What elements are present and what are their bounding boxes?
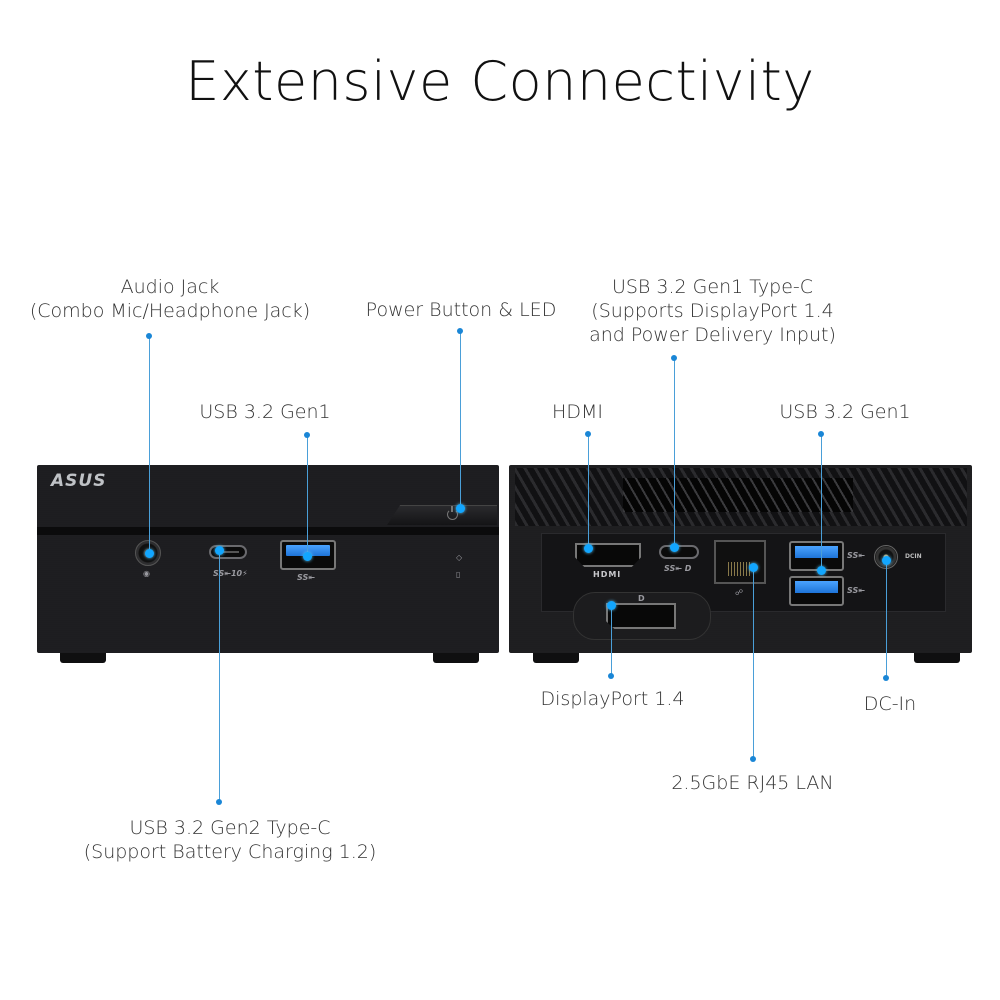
label-line: (Supports DisplayPort 1.4 [591,300,834,322]
hdmi-port-text: HDMI [593,570,622,579]
label-audio-jack: Audio Jack (Combo Mic/Headphone Jack) [10,275,330,323]
label-lan: 2.5GbE RJ45 LAN [655,771,850,795]
label-line: and Power Delivery Input) [589,324,836,346]
label-front-usb-gen1: USB 3.2 Gen1 [190,400,340,424]
usb-ss-icon: SS⇤ [847,551,865,560]
label-hdmi: HDMI [540,400,615,424]
rear-panel-device: HDMI SS⇤ D ☍ SS⇤ SS⇤ DCIN D [509,465,972,653]
front-foot-right [433,653,479,663]
front-panel-device: ASUS ◉ SS⇤10⚡ SS⇤ ◇ ▯ [37,465,499,653]
page-title: Extensive Connectivity [185,50,815,113]
port-dot [748,562,758,572]
callout-dot [304,432,310,438]
callout-dot [818,431,824,437]
label-line: Power Button & LED [365,299,557,321]
displayport-port [606,603,676,629]
vent-grille [515,468,967,526]
port-dot [302,551,312,561]
led-indicator-icon: ◇ [456,553,463,562]
front-usba-port [280,540,336,570]
label-line: 2.5GbE RJ45 LAN [671,772,834,794]
callout-dot [146,333,152,339]
label-rear-usb-gen1: USB 3.2 Gen1 [770,400,920,424]
callout-line-rear-usba [821,434,822,570]
port-dot [144,548,154,558]
callout-dot [216,799,222,805]
usb-ss-icon: SS⇤ [847,586,865,595]
port-dot [583,543,593,553]
callout-dot [585,431,591,437]
port-dot [455,503,465,513]
front-foot-left [60,653,106,663]
label-displayport: DisplayPort 1.4 [530,687,695,711]
port-dot [881,555,891,565]
vent-opening [623,478,853,512]
rear-usbc-port [659,545,699,559]
headset-icon: ◉ [143,569,150,578]
callout-dot [671,355,677,361]
label-line: DisplayPort 1.4 [540,688,685,710]
callout-dot [608,673,614,679]
displayport-icon: D [638,594,645,603]
label-line: DC-In [863,693,917,715]
port-dot [606,600,616,610]
label-line: USB 3.2 Gen2 Type-C [129,817,331,839]
usb-ss10-icon: SS⇤10⚡ [213,569,248,578]
label-rear-usbc: USB 3.2 Gen1 Type-C (Supports DisplayPor… [570,275,855,347]
rear-usba-port-bottom [789,576,844,606]
port-dot [669,542,679,552]
label-line: Audio Jack [120,276,220,298]
label-power-button: Power Button & LED [355,298,567,322]
label-front-usb-gen2: USB 3.2 Gen2 Type-C (Support Battery Cha… [70,816,390,864]
callout-line-audio [149,336,150,550]
usb-ss-icon: SS⇤ [297,573,315,582]
callout-dot [457,328,463,334]
callout-line-rear-usbc [674,358,675,548]
label-line: HDMI [552,401,603,423]
label-line: USB 3.2 Gen1 [779,401,911,423]
label-line: (Combo Mic/Headphone Jack) [29,300,311,322]
callout-line-lan [753,567,754,759]
power-icon [447,506,458,520]
usb-dp-icon: SS⇤ D [664,564,692,573]
power-button [387,505,497,525]
asus-logo: ASUS [51,471,107,491]
network-icon: ☍ [735,588,744,597]
callout-line-hdmi [588,434,589,549]
label-line: (Support Battery Charging 1.2) [83,841,377,863]
front-seam [37,527,499,535]
rear-foot-left [533,653,579,663]
port-dot [214,545,224,555]
label-dc-in: DC-In [850,692,930,716]
callout-line-dcin [886,560,887,678]
hdmi-port [575,543,641,567]
rear-foot-right [914,653,960,663]
callout-dot [883,675,889,681]
callout-line-front-usba [307,435,308,555]
audio-jack-port [135,540,161,566]
rj45-port [714,540,766,584]
label-line: USB 3.2 Gen1 [199,401,331,423]
storage-led-icon: ▯ [456,570,461,579]
label-line: USB 3.2 Gen1 Type-C [611,276,814,298]
rear-usba-port-top [789,541,844,571]
callout-line-power [460,331,461,511]
dcin-port-text: DCIN [905,553,922,560]
callout-line-displayport [611,605,612,675]
callout-dot [750,756,756,762]
callout-line-front-usbc [219,550,220,802]
port-dot [816,565,826,575]
